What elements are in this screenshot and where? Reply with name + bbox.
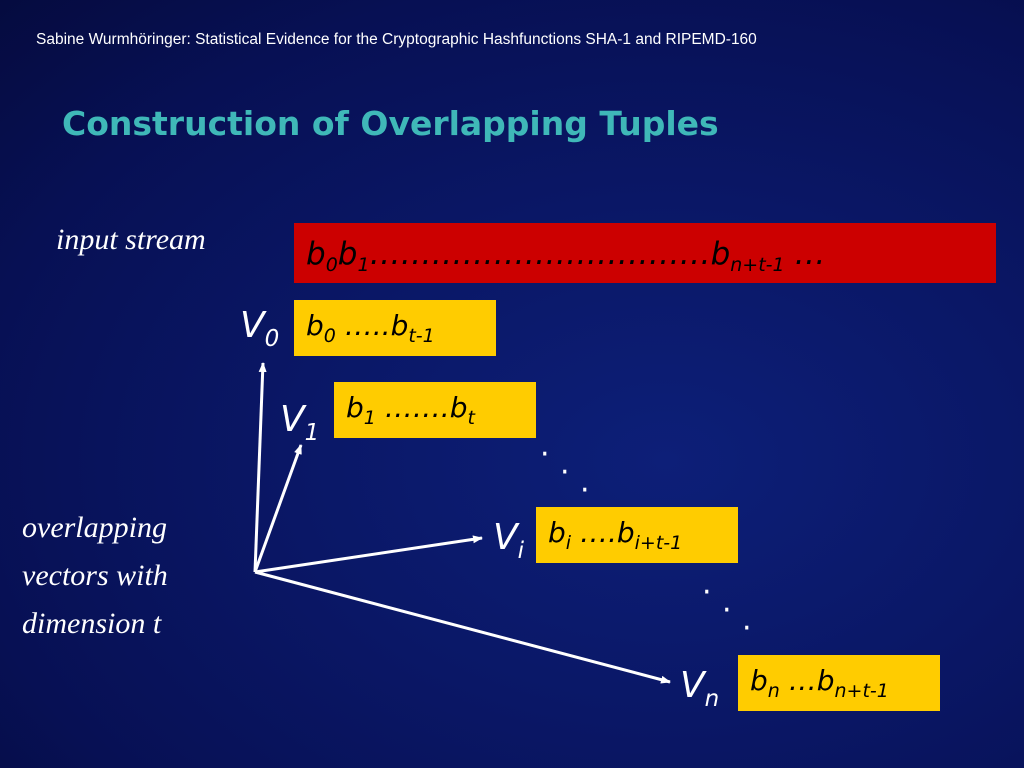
separator-dot: · <box>580 473 590 508</box>
overlapping-vectors-label: overlapping vectors with dimension t <box>22 504 168 648</box>
slide-title: Construction of Overlapping Tuples <box>62 104 719 143</box>
vector-box-vn: bn …bn+t-1 <box>738 655 940 711</box>
separator-dot: · <box>722 593 732 628</box>
arrow-v1 <box>253 444 303 573</box>
vector-box-v0: b0 …..bt-1 <box>294 300 496 356</box>
input-stream-label: input stream <box>56 223 206 256</box>
separator-dot: · <box>540 437 550 472</box>
vector-expression-vn: bn …bn+t-1 <box>750 664 889 702</box>
arrow-vi <box>254 535 483 574</box>
separator-dot: · <box>560 455 570 490</box>
vector-box-vi: bi ….bi+t-1 <box>536 507 738 563</box>
input-stream-bar: b0b1……………………………bn+t-1 … <box>294 223 996 283</box>
vector-label-v1: V1 <box>280 399 320 446</box>
arrow-v0 <box>253 362 267 573</box>
vector-expression-vi: bi ….bi+t-1 <box>548 516 683 554</box>
overlapping-label-line-3: dimension t <box>22 607 162 640</box>
overlapping-label-line-1: overlapping <box>22 511 167 544</box>
overlapping-label-line-2: vectors with <box>22 559 168 592</box>
vector-label-vi: Vi <box>493 517 525 564</box>
separator-dot: · <box>702 575 712 610</box>
slide-header: Sabine Wurmhöringer: Statistical Evidenc… <box>36 31 757 48</box>
input-stream-expression: b0b1……………………………bn+t-1 … <box>306 236 826 276</box>
vector-box-v1: b1 …….bt <box>334 382 536 438</box>
vector-expression-v0: b0 …..bt-1 <box>306 309 435 347</box>
vector-label-vn: Vn <box>680 665 720 712</box>
separator-dot: · <box>742 611 752 646</box>
vector-expression-v1: b1 …….bt <box>346 391 475 429</box>
vector-label-v0: V0 <box>240 305 280 352</box>
arrow-vn <box>254 570 671 684</box>
